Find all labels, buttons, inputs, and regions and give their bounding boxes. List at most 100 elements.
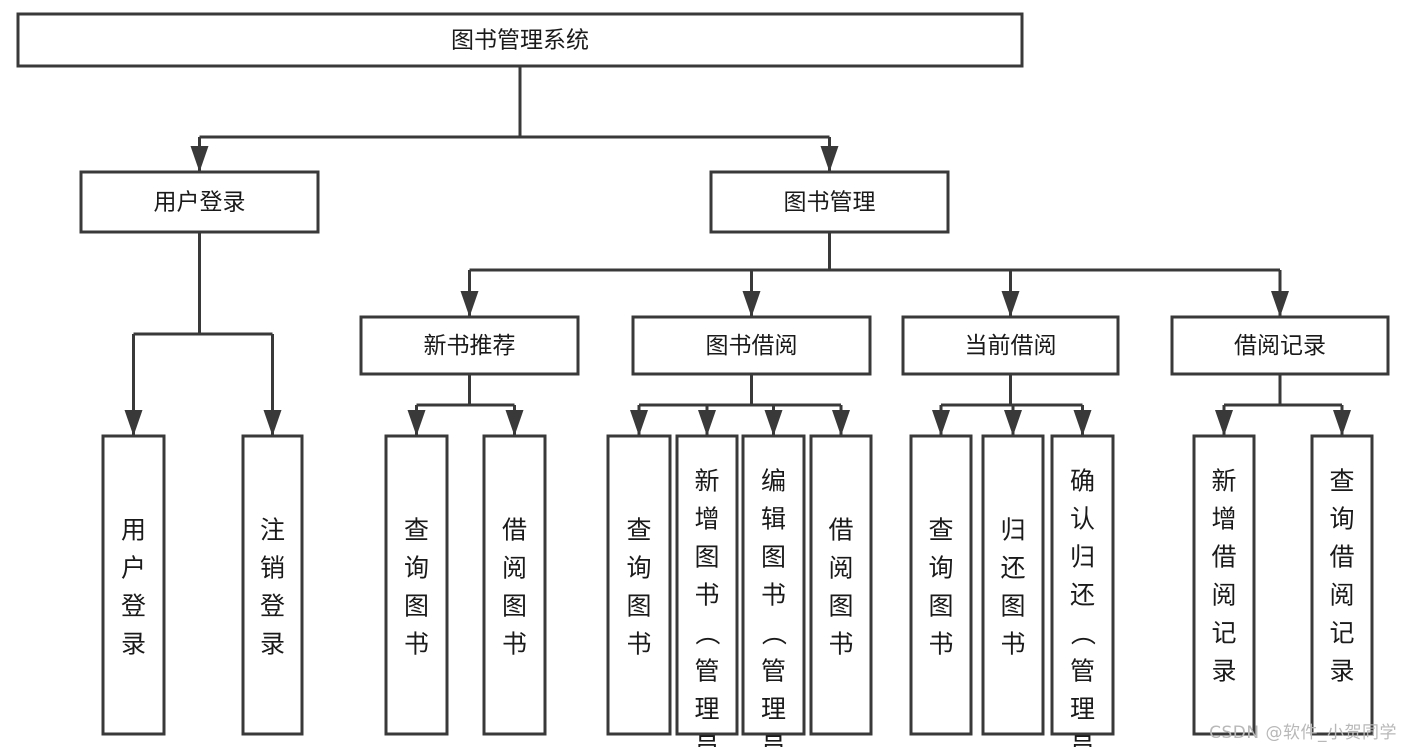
- node-box-root: [16, 12, 1024, 68]
- svg-text:查: 查: [1329, 467, 1354, 496]
- svg-text:（: （: [693, 620, 722, 645]
- node-label-book-manage: 图书管理: [784, 190, 876, 216]
- node-label-user-login: 用户登录: [154, 190, 246, 216]
- node-box-leaf-confirm-return: [1050, 434, 1115, 736]
- arrow-head-icon: [505, 410, 524, 436]
- svg-text:阅: 阅: [502, 554, 527, 583]
- arrow-head-icon: [1215, 410, 1233, 436]
- node-book-borrow[interactable]: 图书借阅: [631, 315, 872, 376]
- node-book-manage[interactable]: 图书管理: [709, 170, 950, 234]
- svg-text:书: 书: [404, 630, 429, 659]
- svg-text:员: 员: [694, 733, 719, 747]
- svg-text:员: 员: [761, 733, 786, 747]
- node-box-leaf-edit-book: [741, 434, 806, 736]
- node-box-leaf-borrow-book-rec: [482, 434, 547, 736]
- svg-text:图: 图: [626, 592, 651, 621]
- arrow-head-icon: [1073, 410, 1092, 436]
- svg-text:录: 录: [121, 630, 146, 659]
- node-label-root: 图书管理系统: [451, 28, 589, 54]
- node-boxes-group: 图书管理系统用户登录图书管理新书推荐图书借阅当前借阅借阅记录用户登录注销登录查询…: [16, 12, 1390, 747]
- node-box-leaf-add-book: [675, 434, 739, 736]
- svg-text:询: 询: [928, 554, 953, 583]
- svg-text:（: （: [1068, 620, 1097, 645]
- svg-text:新: 新: [1211, 467, 1236, 496]
- svg-text:记: 记: [1329, 619, 1354, 648]
- node-current-borrow[interactable]: 当前借阅: [901, 315, 1120, 376]
- svg-text:借: 借: [1211, 543, 1236, 572]
- node-leaf-user-login[interactable]: 用户登录: [101, 434, 166, 736]
- svg-text:用: 用: [121, 516, 146, 545]
- node-new-book-rec[interactable]: 新书推荐: [359, 315, 580, 376]
- node-box-book-borrow: [631, 315, 872, 376]
- svg-text:书: 书: [828, 630, 853, 659]
- svg-text:图: 图: [928, 592, 953, 621]
- arrow-head-icon: [124, 410, 143, 436]
- node-label-current-borrow: 当前借阅: [965, 333, 1057, 359]
- arrow-head-icon: [1001, 291, 1020, 317]
- node-box-current-borrow: [901, 315, 1120, 376]
- arrow-head-icon: [460, 291, 479, 317]
- svg-text:确: 确: [1070, 467, 1095, 496]
- arrow-head-icon: [1333, 410, 1351, 436]
- svg-text:（: （: [759, 620, 788, 645]
- node-box-leaf-query-record: [1310, 434, 1374, 736]
- arrow-head-icon: [190, 146, 209, 172]
- node-root[interactable]: 图书管理系统: [16, 12, 1024, 68]
- svg-text:增: 增: [694, 505, 719, 534]
- node-box-book-manage: [709, 170, 950, 234]
- svg-text:辑: 辑: [761, 505, 786, 534]
- svg-text:查: 查: [404, 516, 429, 545]
- svg-text:归: 归: [1000, 516, 1025, 545]
- svg-text:编: 编: [761, 467, 786, 496]
- connector-lines-group: [124, 66, 1351, 436]
- node-box-leaf-query-book-c: [909, 434, 973, 736]
- arrow-head-icon: [630, 410, 648, 436]
- svg-text:书: 书: [928, 630, 953, 659]
- svg-text:书: 书: [502, 630, 527, 659]
- svg-text:查: 查: [626, 516, 651, 545]
- node-box-leaf-query-book-b: [606, 434, 672, 736]
- svg-text:记: 记: [1211, 619, 1236, 648]
- svg-text:借: 借: [502, 516, 527, 545]
- svg-text:书: 书: [694, 581, 719, 610]
- arrow-head-icon: [932, 410, 950, 436]
- svg-text:注: 注: [260, 516, 285, 545]
- svg-text:图: 图: [761, 543, 786, 572]
- node-user-login[interactable]: 用户登录: [79, 170, 320, 234]
- svg-text:询: 询: [404, 554, 429, 583]
- node-box-leaf-add-record: [1192, 434, 1256, 736]
- node-label-leaf-user-login: 用户登录: [121, 516, 146, 659]
- svg-text:询: 询: [626, 554, 651, 583]
- svg-text:图: 图: [404, 592, 429, 621]
- svg-text:录: 录: [1329, 657, 1354, 686]
- svg-text:借: 借: [828, 516, 853, 545]
- svg-text:阅: 阅: [1329, 581, 1354, 610]
- svg-text:查: 查: [928, 516, 953, 545]
- svg-text:户: 户: [121, 554, 146, 583]
- node-box-leaf-borrow-book-b: [809, 434, 873, 736]
- arrow-head-icon: [407, 410, 426, 436]
- svg-text:增: 增: [1211, 505, 1236, 534]
- svg-text:询: 询: [1329, 505, 1354, 534]
- node-borrow-record[interactable]: 借阅记录: [1170, 315, 1390, 376]
- arrow-head-icon: [742, 291, 761, 317]
